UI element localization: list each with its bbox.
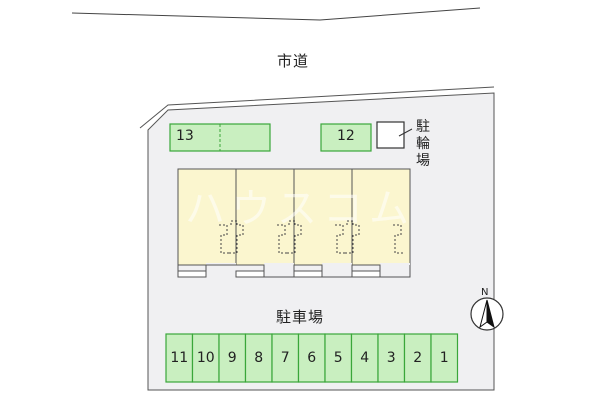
- north-arrow-icon: [470, 297, 504, 331]
- parking-slot-3-label: 3: [386, 350, 396, 366]
- watermark: ハウスコム: [185, 186, 415, 232]
- parking-slot-1: [430, 333, 459, 383]
- parking-slot-12: [320, 123, 372, 152]
- parking-slot-6: [297, 333, 326, 383]
- parking-slot-1-label: 1: [439, 350, 449, 366]
- road-edge-top: [71, 7, 481, 21]
- road-label: 市道: [277, 52, 310, 70]
- parking-slot-10: [191, 333, 220, 383]
- parking-slot-9-label: 9: [227, 350, 237, 366]
- parking-slot-10-label: 10: [196, 350, 215, 366]
- parking-slot-2-label: 2: [413, 350, 423, 366]
- parking-slot-8-label: 8: [254, 350, 264, 366]
- parking-slot-4-label: 4: [360, 350, 370, 366]
- bicycle-parking-box: [376, 121, 405, 149]
- bicycle-parking-leader: [398, 128, 413, 137]
- road-edge-lot: [139, 86, 495, 129]
- parking-label: 駐車場: [276, 308, 325, 326]
- apartment-building: [177, 168, 411, 278]
- bottom-parking-row: [165, 333, 459, 383]
- parking-slot-6-label: 6: [307, 350, 317, 366]
- parking-slot-13-label: 13: [176, 128, 194, 144]
- parking-slot-11-label: 11: [170, 350, 189, 366]
- parking-slot-11: [165, 333, 194, 383]
- bicycle-parking-label: 駐輪場: [416, 119, 430, 169]
- parking-slot-5-label: 5: [333, 350, 343, 366]
- compass-north-label: N: [481, 287, 489, 298]
- parking-slot-12-label: 12: [337, 128, 355, 144]
- parking-slot-7-label: 7: [280, 350, 290, 366]
- parking-slot-7: [271, 333, 300, 383]
